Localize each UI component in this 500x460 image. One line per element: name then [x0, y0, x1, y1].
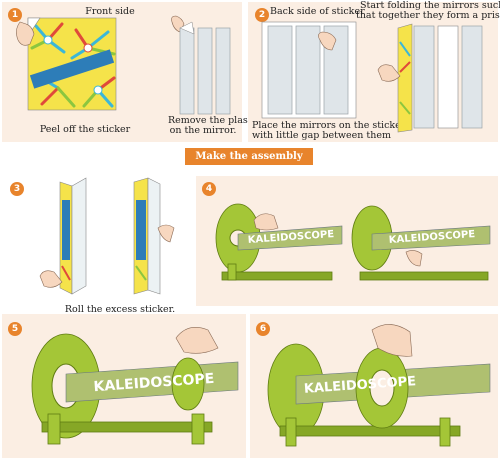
sticker-front-illustration — [20, 17, 117, 111]
label-front-side: Front side — [85, 6, 135, 17]
caption-roll-sticker: Roll the excess sticker. — [64, 304, 176, 315]
caption-start-folding-2: that together they form a prism. — [356, 10, 500, 21]
make-assembly-banner: Make the assembly — [185, 148, 313, 165]
label-back-side: Back side of sticker — [270, 6, 365, 17]
step-number-5: 5 — [8, 322, 22, 336]
kaleidoscope-assembly-step6 — [267, 324, 491, 447]
caption-place-mirrors-1: Place the mirrors on the sticker — [252, 120, 406, 131]
prism-roll-illustration-b — [133, 177, 175, 295]
assembly-stand-illustration-b — [351, 205, 491, 281]
hand-peel-illustration — [16, 21, 35, 46]
step-number-1: 1 — [8, 8, 22, 22]
assembly-stand-illustration-a — [215, 203, 343, 281]
caption-place-mirrors-2: with little gap between them — [252, 130, 391, 141]
step-number-3: 3 — [10, 182, 24, 196]
step-number-4: 4 — [202, 182, 216, 196]
caption-remove-plastic-1: Remove the plastic — [168, 115, 260, 126]
step-number-2: 2 — [255, 8, 269, 22]
caption-remove-plastic-2: on the mirror. — [169, 125, 237, 136]
step-number-6: 6 — [256, 322, 270, 336]
mirrors-illustration-step1 — [171, 15, 231, 115]
kaleidoscope-assembly-step5 — [31, 327, 239, 445]
prism-roll-illustration-a — [39, 177, 87, 295]
caption-peel-sticker: Peel off the sticker — [39, 124, 131, 135]
caption-start-folding-1: Start folding the mirrors such — [360, 0, 500, 11]
mirrors-on-sticker-illustration — [261, 21, 357, 119]
step-3-panel — [2, 174, 192, 308]
folding-prism-illustration — [377, 23, 483, 133]
